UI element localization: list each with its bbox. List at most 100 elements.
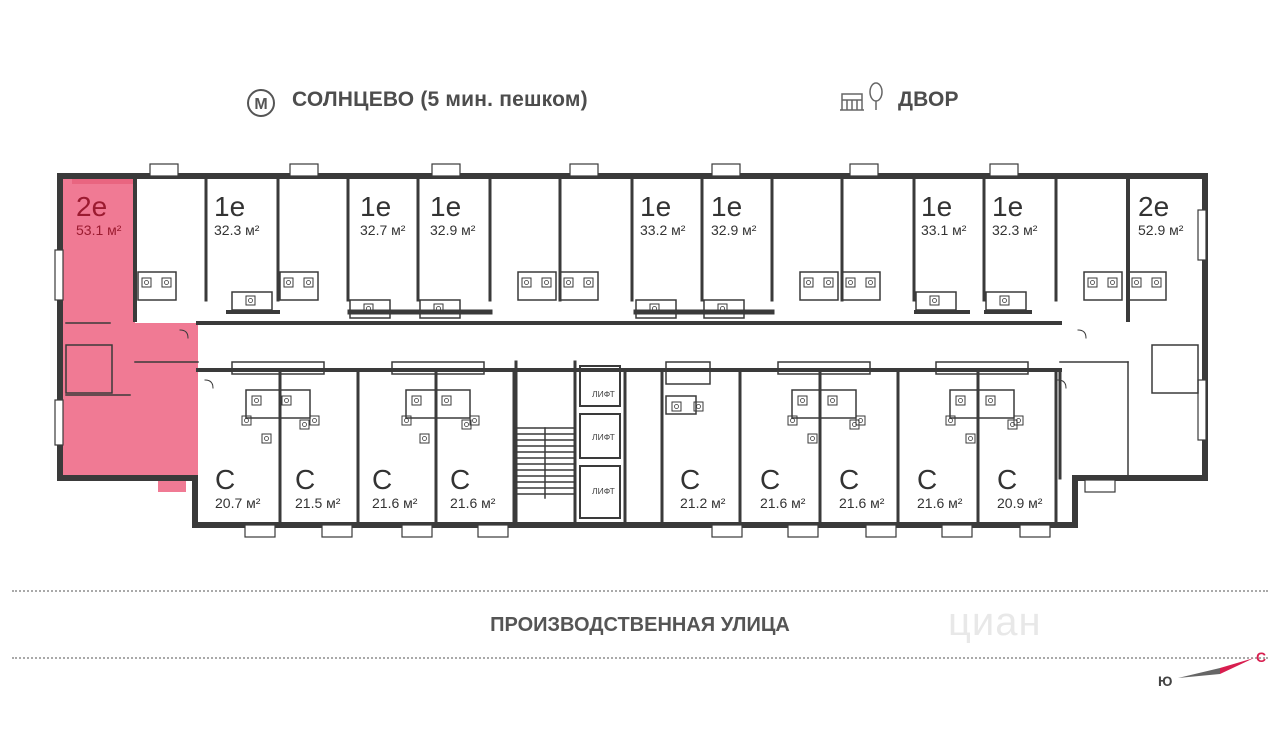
fixture-icon: [671, 401, 682, 412]
room-outline: [791, 389, 857, 419]
room-outline: [419, 299, 461, 319]
window: [1084, 479, 1116, 493]
fixture-icon: [787, 415, 798, 426]
fixture-icon: [823, 277, 834, 288]
fixture-icon: [1110, 280, 1115, 285]
fixture-icon: [251, 395, 262, 406]
room-outline: [703, 299, 745, 319]
fixture-icon: [281, 395, 292, 406]
fixture-icon: [1131, 277, 1142, 288]
fixture-icon: [441, 395, 452, 406]
selected-apartment: [60, 176, 198, 476]
room-outline: [579, 365, 621, 407]
room-outline: [137, 271, 177, 301]
watermark: циан: [948, 600, 1042, 644]
fixture-icon: [544, 280, 549, 285]
fixture-icon: [586, 280, 591, 285]
fixture-icon: [164, 280, 169, 285]
fixture-icon: [283, 277, 294, 288]
fixture-icon: [865, 277, 876, 288]
door-swing: [204, 379, 214, 389]
door-swing: [1077, 329, 1087, 339]
fixture-icon: [302, 422, 307, 427]
window: [431, 163, 461, 177]
window: [1197, 379, 1207, 441]
fixture-icon: [806, 280, 811, 285]
fixture-icon: [848, 280, 853, 285]
metro-label: СОЛНЦЕВО (5 мин. пешком): [292, 88, 588, 111]
window: [54, 249, 64, 301]
window: [54, 399, 64, 446]
room-outline: [949, 389, 1015, 419]
fixture-icon: [244, 418, 249, 423]
window: [711, 524, 743, 538]
yard-icon: [838, 80, 888, 114]
room-outline: [517, 271, 557, 301]
room-outline: [799, 271, 839, 301]
fixture-icon: [464, 422, 469, 427]
window: [941, 524, 973, 538]
svg-text:M: M: [254, 96, 267, 113]
window: [401, 524, 433, 538]
lift-label: ЛИФТ: [592, 486, 615, 496]
fixture-icon: [563, 277, 574, 288]
fixture-icon: [1007, 419, 1018, 430]
room-outline: [635, 299, 677, 319]
fixture-icon: [790, 418, 795, 423]
compass-arrow: [1176, 650, 1266, 684]
fixture-icon: [472, 418, 477, 423]
selected-apartment-window: [72, 176, 134, 184]
fixture-icon: [852, 422, 857, 427]
fixture-icon: [1107, 277, 1118, 288]
room-outline: [245, 389, 311, 419]
room-outline: [231, 361, 325, 375]
fixture-icon: [955, 395, 966, 406]
fixture-icon: [306, 280, 311, 285]
fixture-icon: [797, 395, 808, 406]
room-outline: [915, 291, 957, 311]
room-outline: [231, 291, 273, 311]
compass-south-label: Ю: [1158, 673, 1173, 689]
street-border-bottom: [12, 657, 1268, 659]
room-outline: [665, 395, 697, 415]
fixture-icon: [461, 419, 472, 430]
fixture-icon: [985, 395, 996, 406]
fixture-icon: [968, 436, 973, 441]
window: [787, 524, 819, 538]
fixture-icon: [830, 398, 835, 403]
window: [569, 163, 599, 177]
fixture-icon: [312, 418, 317, 423]
fixture-icon: [419, 433, 430, 444]
fixture-icon: [1087, 277, 1098, 288]
fixture-icon: [444, 398, 449, 403]
door-swing: [179, 329, 189, 339]
fixture-icon: [422, 436, 427, 441]
fixture-icon: [849, 419, 860, 430]
room-outline: [391, 361, 485, 375]
room-outline: [65, 344, 113, 394]
fixture-icon: [810, 436, 815, 441]
fixture-icon: [524, 280, 529, 285]
fixture-icon: [826, 280, 831, 285]
fixture-icon: [264, 436, 269, 441]
lift-label: ЛИФТ: [592, 389, 615, 399]
room-outline: [1151, 344, 1199, 394]
